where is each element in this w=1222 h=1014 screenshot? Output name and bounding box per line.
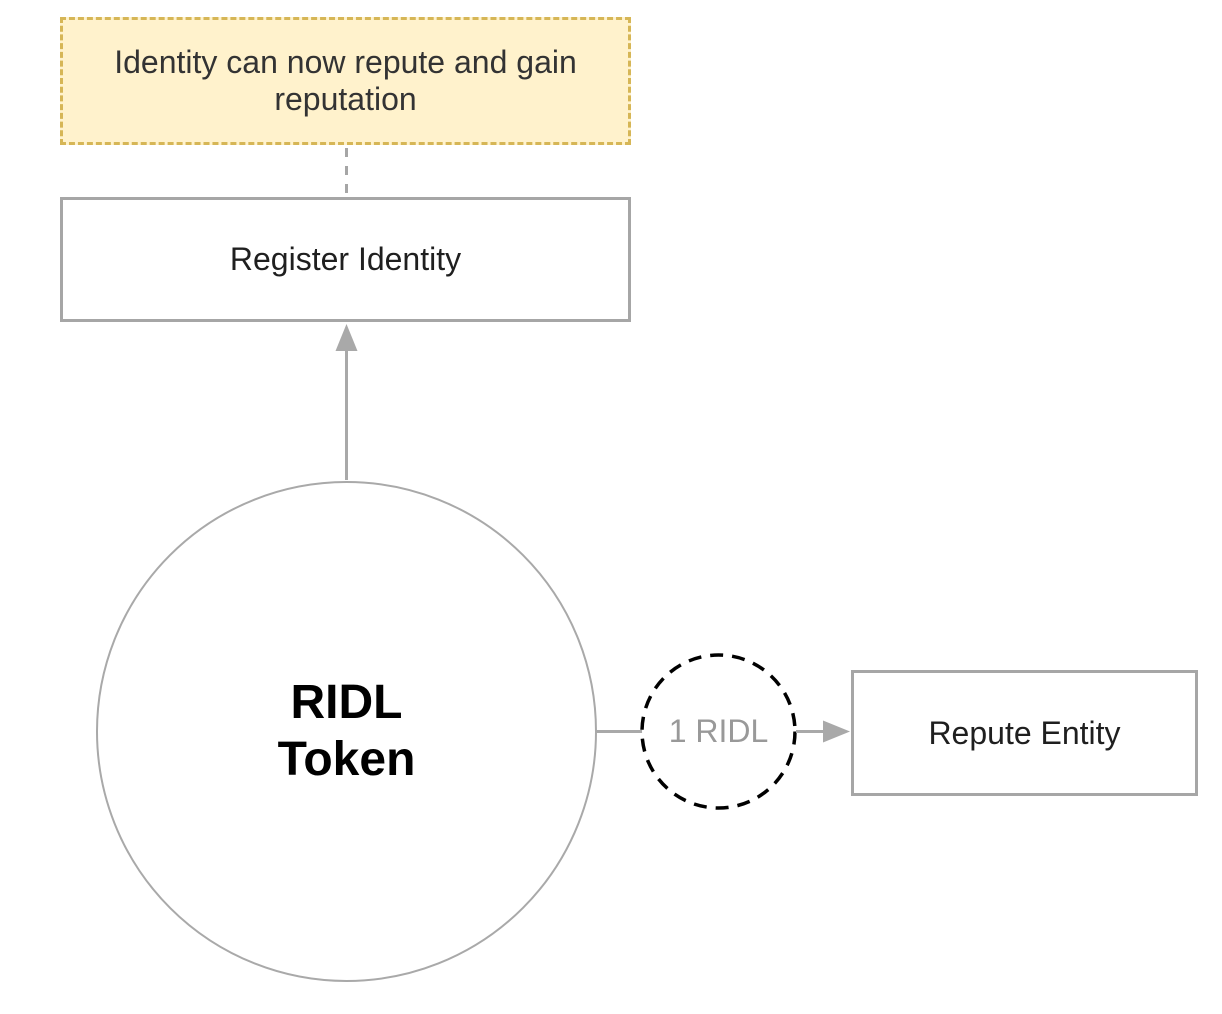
note-identity-reputation: Identity can now repute and gain reputat… xyxy=(60,17,631,145)
token-to-register-arrowhead-icon xyxy=(335,324,358,351)
ridl-cost-circle: 1 RIDL xyxy=(642,655,795,808)
register-identity-box: Register Identity xyxy=(60,197,631,322)
ridl-token-circle: RIDL Token xyxy=(96,481,597,982)
register-identity-label: Register Identity xyxy=(229,241,462,277)
ridl-cost-circle-outline xyxy=(640,653,797,810)
repute-entity-label: Repute Entity xyxy=(928,714,1121,751)
ridl-cost-label: 1 RIDL xyxy=(668,713,769,749)
note-label: Identity can now repute and gain reputat… xyxy=(114,43,577,117)
ridl-token-label: RIDL Token xyxy=(277,675,416,786)
cost-to-repute-arrowhead-icon xyxy=(823,720,850,743)
repute-entity-box: Repute Entity xyxy=(851,670,1198,796)
